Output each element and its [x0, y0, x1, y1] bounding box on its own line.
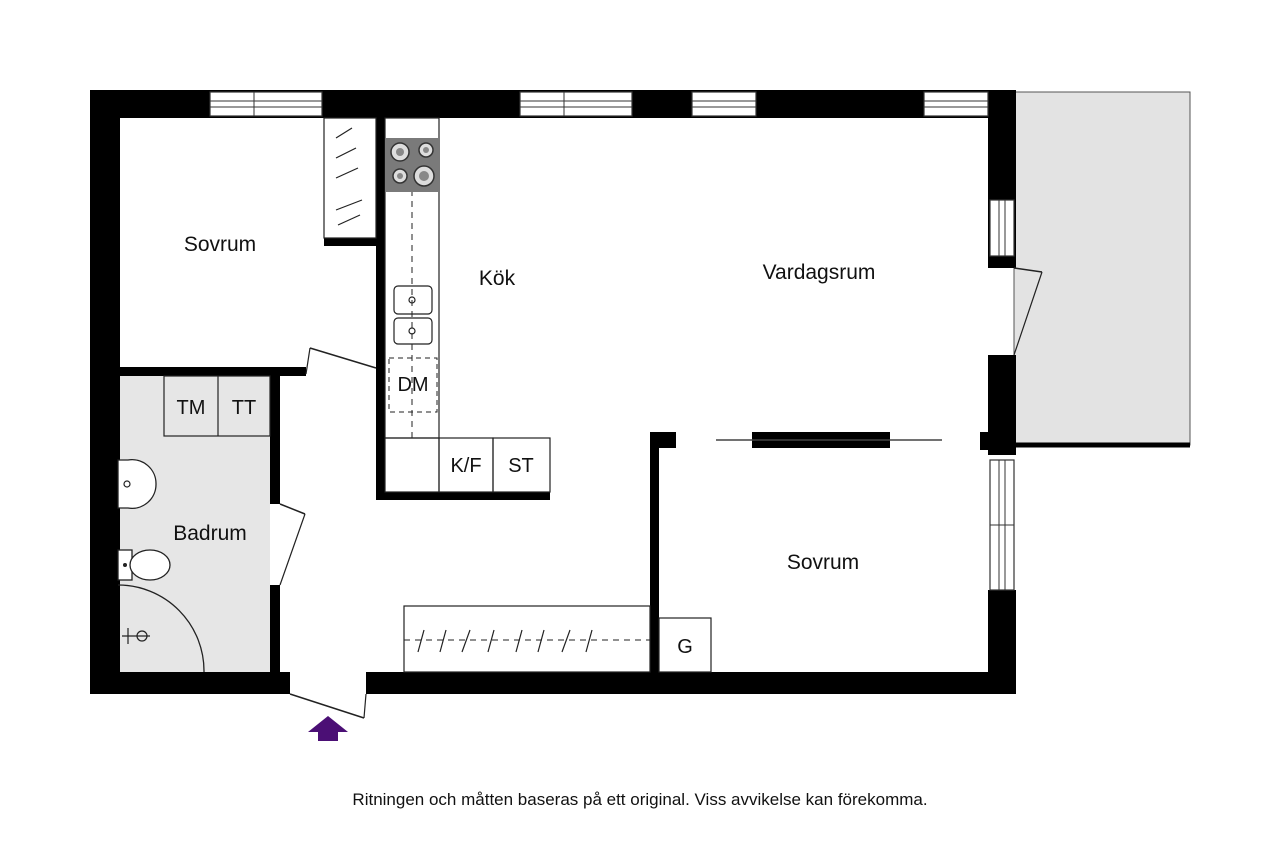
- balcony: [1013, 91, 1191, 446]
- windows: [209, 91, 1015, 591]
- shower-icon: [117, 584, 205, 673]
- outer-walls: [90, 90, 1016, 694]
- fixture-label-tt: TT: [232, 397, 256, 419]
- room-label-vardagsrum: Vardagsrum: [763, 261, 876, 284]
- doors: [279, 267, 1043, 719]
- fixture-label-tm: TM: [177, 397, 206, 419]
- kitchen-counter: [384, 117, 551, 493]
- hall-wardrobe: [403, 605, 651, 673]
- fixture-label-dm: DM: [397, 374, 428, 396]
- room-label-sovrum-bottom: Sovrum: [787, 551, 859, 574]
- bathroom-cabinets: [163, 375, 271, 437]
- g-cabinet: [658, 617, 712, 673]
- room-label-sovrum-top: Sovrum: [184, 233, 256, 256]
- room-label-badrum: Badrum: [173, 522, 247, 545]
- plan-caption: Ritningen och måtten baseras på ett orig…: [352, 790, 928, 809]
- fixture-label-kf: K/F: [450, 455, 481, 477]
- toilet-icon: [117, 549, 171, 581]
- bathroom-floor: [118, 376, 270, 673]
- fixture-label-st: ST: [508, 455, 534, 477]
- entrance-arrow-icon: [308, 716, 348, 741]
- washbasin-icon: [117, 459, 157, 509]
- wardrobe-top: [323, 117, 377, 239]
- room-label-kok: Kök: [479, 267, 516, 290]
- sink-icon: [393, 285, 433, 345]
- fixture-label-g: G: [677, 636, 693, 658]
- interior-walls: [118, 118, 990, 674]
